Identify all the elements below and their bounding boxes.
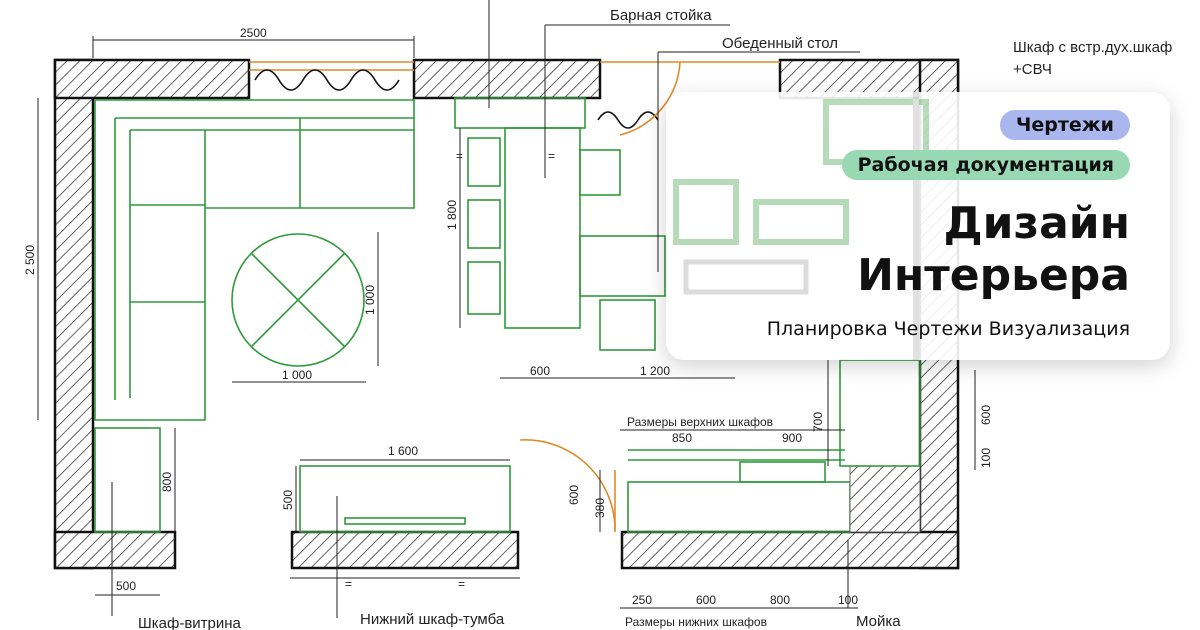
dim-left-height: 2 500 xyxy=(23,245,37,275)
dim-bottom-600: 600 xyxy=(696,593,716,607)
dim-showcase-depth: 800 xyxy=(160,472,174,492)
dim-bottom-800: 800 xyxy=(770,593,790,607)
dim-equal-3: = xyxy=(456,149,463,163)
window-radiator xyxy=(249,61,780,129)
leader-lines xyxy=(111,0,860,618)
lower-cabinet-outline xyxy=(299,465,511,533)
bar-counter xyxy=(454,97,666,351)
label-cabinet-oven-line1: Шкаф с встр.дух.шкаф xyxy=(1013,39,1172,56)
label-upper-cabinets: Размеры верхних шкафов xyxy=(627,415,773,429)
dim-right-100: 100 xyxy=(979,448,993,468)
dim-equal-1: = xyxy=(345,577,352,591)
dim-table-diameter-v: 1 000 xyxy=(363,285,377,315)
kitchen-counter xyxy=(627,359,921,533)
showcase-cabinet-outline xyxy=(94,427,161,533)
dim-top-width: 2500 xyxy=(240,26,267,40)
label-bar-counter: Барная стойка xyxy=(610,7,712,24)
dim-upper-850: 850 xyxy=(672,431,692,445)
label-lower-cabinet: Нижний шкаф-тумба xyxy=(360,611,505,628)
label-lower-cabinets: Размеры нижних шкафов xyxy=(625,615,767,629)
badge-work-docs: Рабочая документация xyxy=(841,150,1130,180)
dim-right-600: 600 xyxy=(979,405,993,425)
card-title-line1: Дизайн xyxy=(943,198,1130,249)
coffee-table xyxy=(231,233,365,367)
dim-lower-cab-depth: 500 xyxy=(281,490,295,510)
badge-drawings: Чертежи xyxy=(1000,110,1130,140)
dim-showcase-width: 500 xyxy=(116,579,136,593)
dim-bottom-250: 250 xyxy=(632,593,652,607)
dim-upper-900: 900 xyxy=(782,431,802,445)
label-cabinet-oven-line2: +СВЧ xyxy=(1013,61,1052,78)
corner-sofa xyxy=(94,99,415,421)
dim-bar-length: 1 800 xyxy=(445,200,459,230)
dim-equal-2: = xyxy=(458,577,465,591)
dim-dining-gap: 600 xyxy=(530,364,550,378)
entrance-door xyxy=(519,61,681,532)
dim-door-600: 600 xyxy=(567,485,581,505)
label-showcase-cabinet: Шкаф-витрина xyxy=(138,615,242,630)
info-card: Чертежи Рабочая документация Дизайн Инте… xyxy=(666,92,1170,360)
dim-equal-4: = xyxy=(548,149,555,163)
dim-table-diameter-h: 1 000 xyxy=(282,368,312,382)
label-sink: Мойка xyxy=(856,613,901,630)
dim-door-380: 380 xyxy=(593,498,607,518)
dimension-lines xyxy=(37,36,976,609)
card-subtitle: Планировка Чертежи Визуализация xyxy=(766,318,1130,340)
dim-bottom-100: 100 xyxy=(838,593,858,607)
label-dining-table: Обеденный стол xyxy=(722,35,838,52)
dim-dining-width: 1 200 xyxy=(640,364,670,378)
card-title: Дизайн Интерьера xyxy=(857,198,1130,302)
dim-side-700: 700 xyxy=(811,412,825,432)
dim-lower-cab-width: 1 600 xyxy=(388,444,418,458)
card-title-line2: Интерьера xyxy=(857,250,1130,301)
